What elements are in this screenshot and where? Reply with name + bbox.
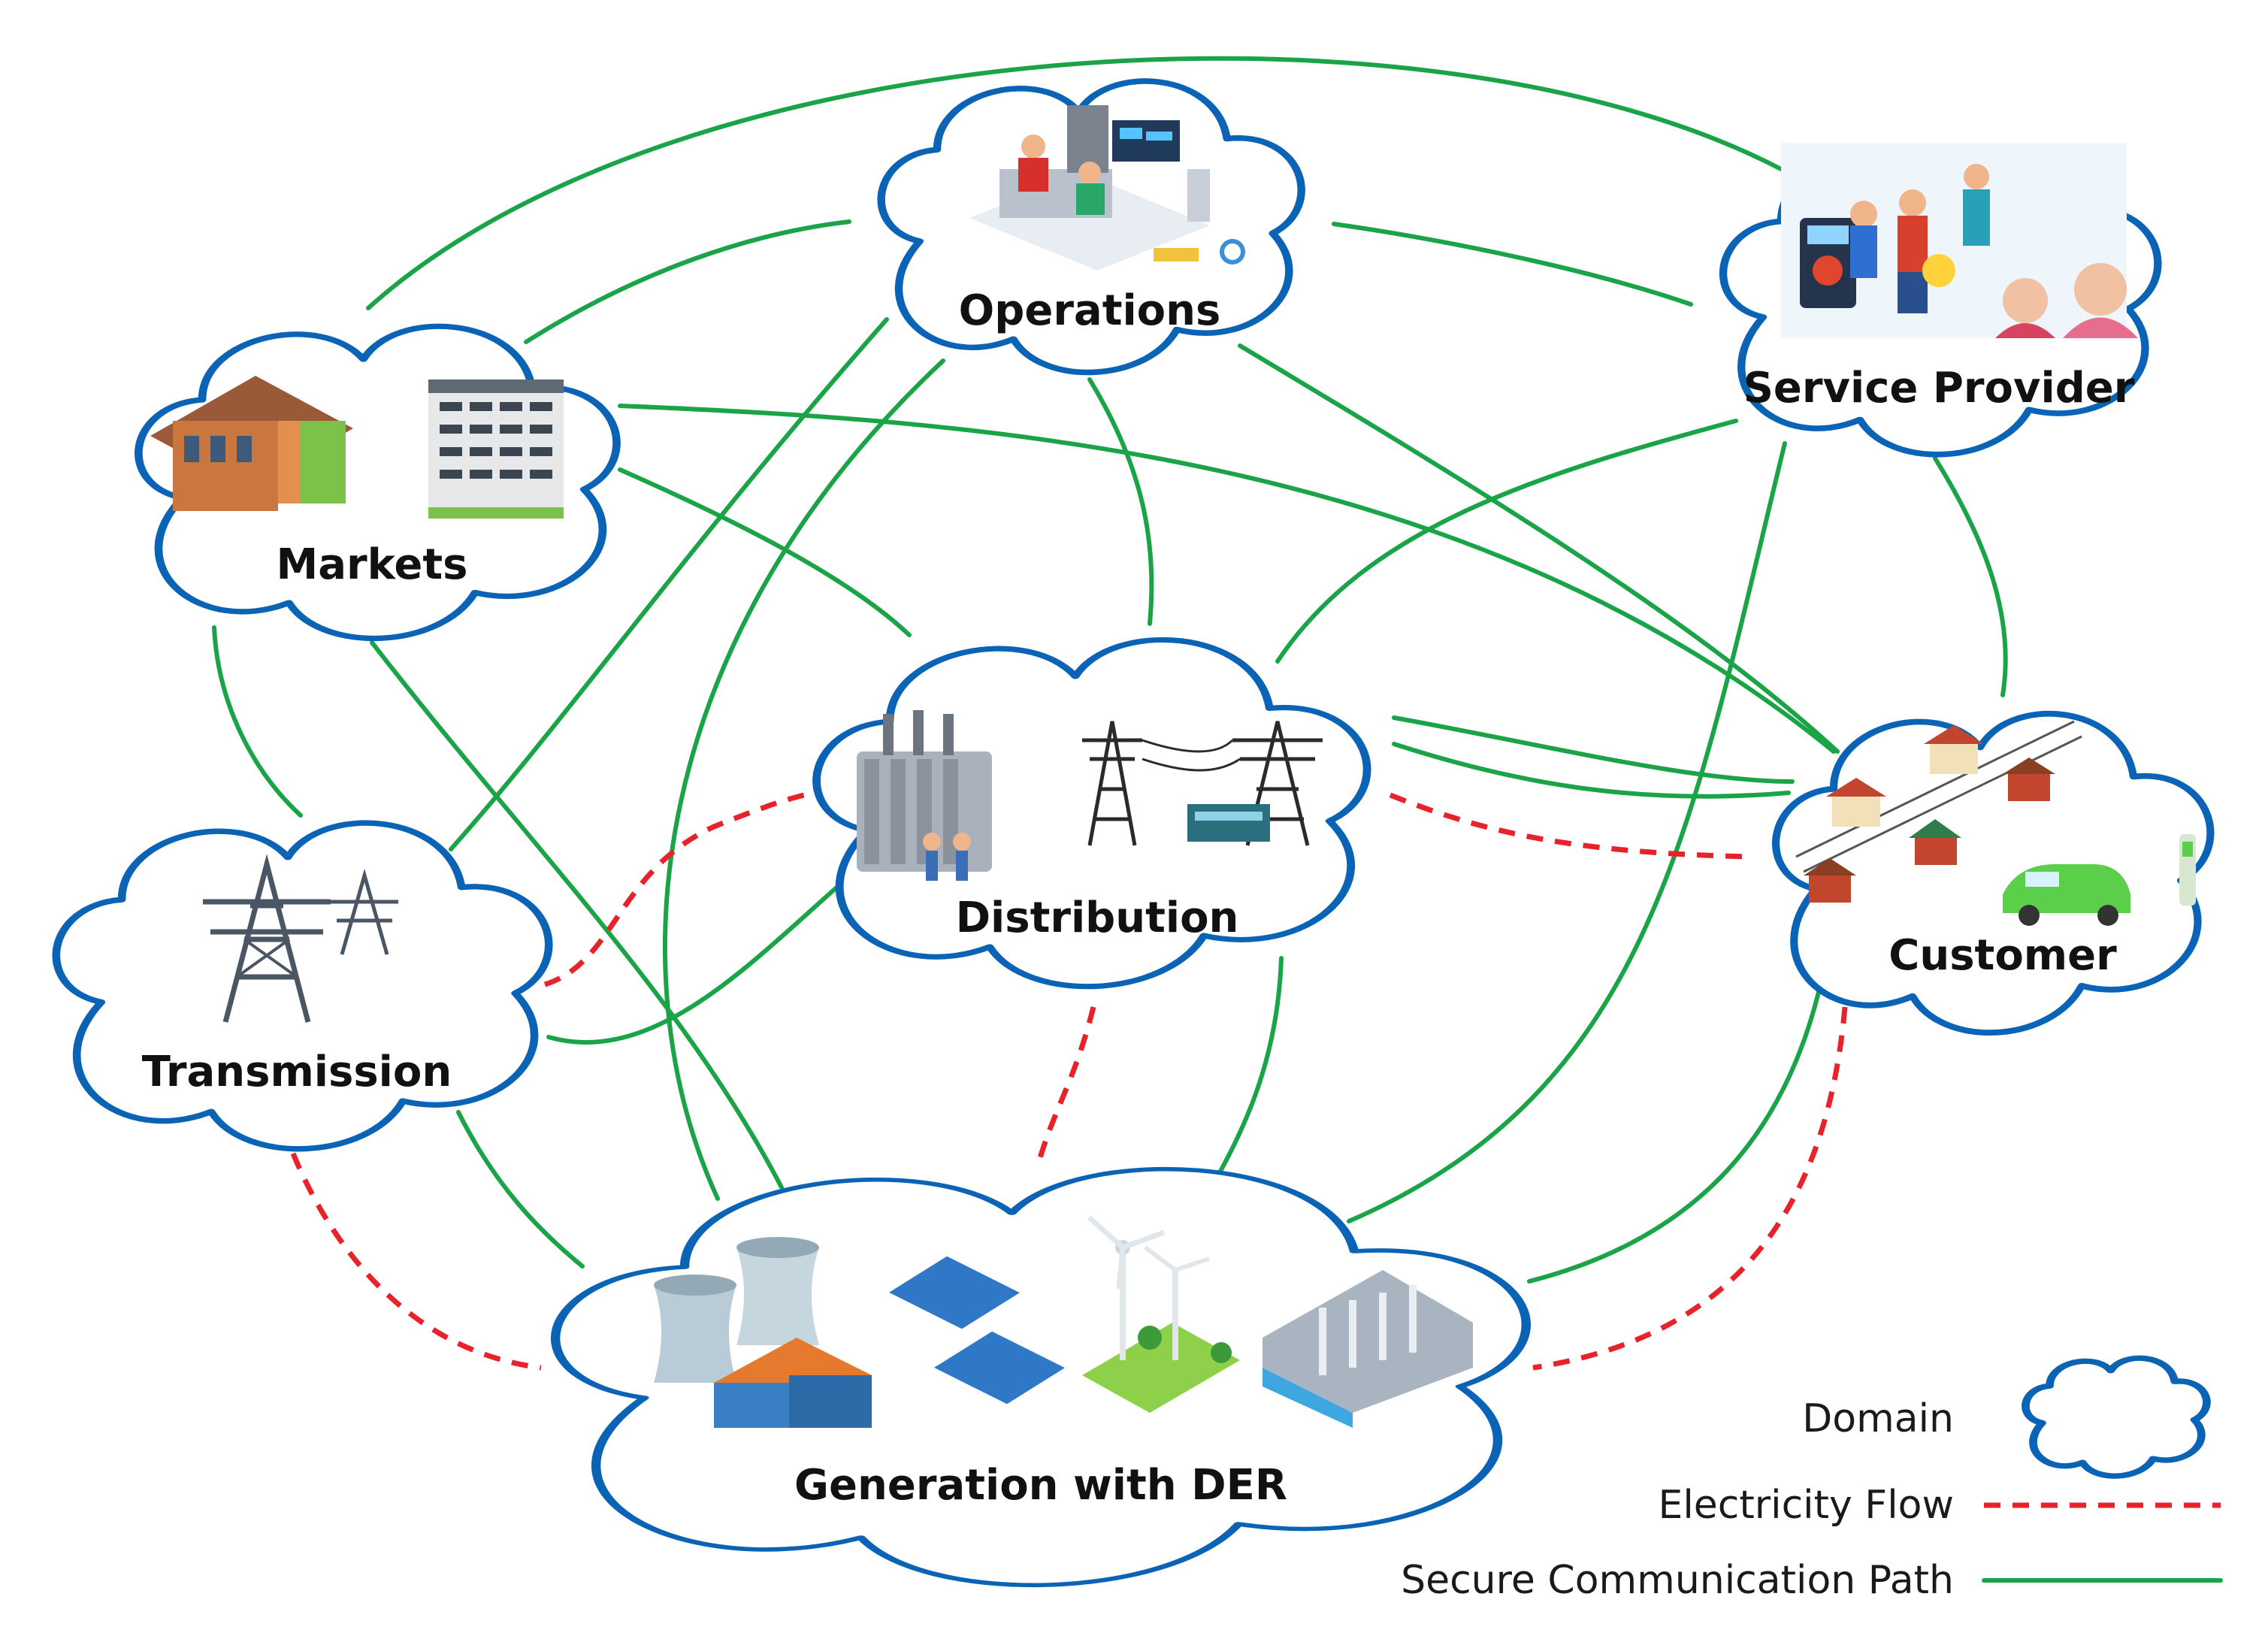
legend-secure-path-label: Secure Communication Path [1401,1558,1954,1603]
control-room-operators-icon [969,105,1245,271]
flow-customer-generation [1532,1006,1848,1371]
legend: Domain Electricity Flow Secure Communica… [1401,1358,2221,1603]
domain-distribution[interactable]: Distribution [817,640,1368,986]
domain-transmission[interactable]: Transmission [56,823,549,1149]
path-markets-operations [524,219,851,344]
domain-label: Distribution [956,894,1239,942]
path-serviceprovider-generation [1347,441,1787,1223]
legend-domain-label: Domain [1802,1396,1954,1441]
technicians-and-support-agents-icon [1781,143,2138,338]
transformer-and-power-lines-icon [857,710,1323,881]
path-distribution-transmission [546,881,844,1045]
secure-communication-paths [212,56,2008,1284]
domain-markets[interactable]: Markets [138,326,616,638]
path-markets-transmission [212,625,303,818]
flow-distribution-generation [1034,1006,1096,1169]
path-customer-generation [1527,990,1821,1284]
path-operations-serviceprovider [1332,222,1693,307]
flow-distribution-customer [1389,792,1752,860]
path-markets-distribution [618,467,912,637]
domain-service-provider[interactable]: Service Provider [1723,143,2158,455]
path-distribution-customer-lower [1392,742,1791,799]
path-serviceprovider-customer [1933,456,2008,697]
path-operations-transmission [449,317,889,851]
transmission-tower-icon [203,854,398,1023]
path-transmission-generation [456,1110,585,1269]
houses-and-electric-vehicle-icon [1795,720,2196,926]
domain-customer[interactable]: Customer [1776,714,2210,1033]
domain-label: Customer [1888,931,2117,980]
domain-cloud [56,823,549,1149]
path-operations-customer [1238,343,1840,754]
legend-electricity-flow-label: Electricity Flow [1658,1483,1954,1528]
domain-operations[interactable]: Operations [881,81,1302,373]
path-operations-generation [663,358,945,1201]
path-markets-serviceprovider [366,56,1783,310]
domain-label: Generation with DER [794,1461,1287,1510]
domain-label: Service Provider [1743,364,2135,413]
domain-label: Markets [277,540,468,589]
domain-label: Transmission [142,1048,452,1096]
path-serviceprovider-distribution [1275,419,1738,664]
path-operations-distribution [1087,377,1154,626]
market-buildings-icon [150,376,564,519]
flow-transmission-generation [290,1152,542,1371]
power-plant-solar-wind-hydro-icon [654,1215,1473,1428]
domain-label: Operations [959,286,1221,335]
electricity-flows [290,792,1848,1371]
flow-transmission-distribution [543,792,805,987]
path-markets-generation [370,640,784,1190]
path-markets-customer-upper [618,404,1836,754]
domain-generation[interactable]: Generation with DER [555,1169,1526,1586]
path-distribution-customer-upper [1392,715,1795,784]
legend-domain-cloud [2025,1358,2206,1476]
